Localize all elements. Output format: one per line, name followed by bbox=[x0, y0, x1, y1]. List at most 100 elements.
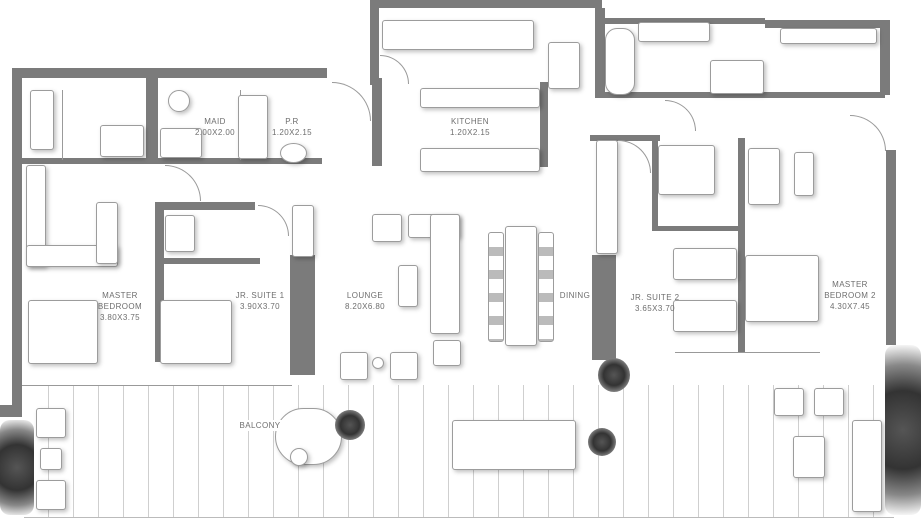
bench bbox=[794, 152, 814, 196]
sofa bbox=[430, 214, 460, 334]
outdoor-chair bbox=[774, 388, 804, 416]
toilet bbox=[168, 90, 190, 112]
wall bbox=[160, 258, 260, 264]
wall bbox=[155, 202, 255, 210]
dining-chairs bbox=[538, 232, 554, 342]
maid-bed bbox=[238, 95, 268, 159]
outdoor-sofa bbox=[852, 420, 882, 512]
wall bbox=[370, 38, 378, 83]
shower bbox=[165, 215, 195, 252]
armchair bbox=[340, 352, 368, 380]
room-size: 8.20X6.80 bbox=[344, 302, 386, 311]
outdoor-chair bbox=[36, 480, 66, 510]
bathtub bbox=[605, 28, 635, 95]
partition bbox=[62, 90, 63, 160]
wall bbox=[146, 78, 158, 163]
room-name: MASTER bbox=[832, 280, 868, 289]
outdoor-chair bbox=[36, 408, 66, 438]
wall bbox=[600, 18, 765, 24]
label-jr-suite-1: JR. SUITE 1 3.90X3.70 bbox=[225, 290, 295, 312]
dining-table bbox=[505, 226, 537, 346]
wall bbox=[22, 158, 322, 164]
side-table bbox=[372, 357, 384, 369]
outdoor-dining-table bbox=[452, 420, 576, 470]
label-lounge: LOUNGE 8.20X6.80 bbox=[335, 290, 395, 312]
wall bbox=[0, 405, 22, 417]
label-kitchen: KITCHEN 1.20X2.15 bbox=[440, 116, 500, 138]
wall bbox=[290, 255, 315, 375]
outdoor-chair bbox=[814, 388, 844, 416]
room-size: 3.80X3.75 bbox=[99, 313, 141, 322]
kitchen-counter bbox=[382, 20, 534, 50]
fridge bbox=[548, 42, 580, 89]
label-dining: DINING bbox=[555, 290, 595, 301]
wall bbox=[592, 255, 616, 360]
vanity bbox=[30, 90, 54, 150]
wall-top-right bbox=[765, 20, 890, 28]
bath-furniture bbox=[748, 148, 780, 205]
bed-master-2 bbox=[745, 255, 819, 322]
wall-right bbox=[886, 150, 896, 345]
room-name: BEDROOM bbox=[97, 302, 143, 311]
wall bbox=[652, 140, 658, 230]
door-swing bbox=[380, 55, 409, 84]
outdoor-table bbox=[40, 448, 62, 470]
planter-icon bbox=[885, 345, 921, 515]
ottoman bbox=[433, 340, 461, 366]
room-name: P.R bbox=[285, 117, 299, 126]
door-swing bbox=[850, 115, 886, 151]
wall bbox=[590, 135, 660, 141]
label-master-bedroom-2: MASTER BEDROOM 2 4.30X7.45 bbox=[815, 279, 885, 312]
plant-icon bbox=[588, 428, 616, 456]
side-table bbox=[290, 448, 308, 466]
wall bbox=[738, 138, 745, 353]
room-name: BALCONY bbox=[239, 421, 281, 430]
shower bbox=[658, 145, 715, 195]
label-powder-room: P.R 1.20X2.15 bbox=[267, 116, 317, 138]
wall bbox=[372, 78, 382, 166]
wall bbox=[652, 226, 742, 231]
wall-left bbox=[12, 70, 22, 405]
room-size: 3.65X3.70 bbox=[634, 304, 676, 313]
shower bbox=[100, 125, 144, 157]
room-name: JR. SUITE 1 bbox=[235, 291, 285, 300]
kitchen-island bbox=[420, 148, 540, 172]
room-name: KITCHEN bbox=[451, 117, 489, 126]
sink bbox=[280, 143, 307, 163]
door-swing bbox=[665, 100, 696, 131]
room-name: MASTER bbox=[102, 291, 138, 300]
wall bbox=[540, 82, 548, 167]
wardrobe bbox=[292, 205, 314, 257]
bed-master bbox=[28, 300, 98, 364]
wall bbox=[370, 8, 378, 18]
armchair bbox=[390, 352, 418, 380]
door-swing bbox=[258, 205, 289, 236]
outdoor-table bbox=[793, 436, 825, 478]
door-swing bbox=[165, 165, 201, 201]
bed-jr-suite-2 bbox=[673, 300, 737, 332]
label-balcony: BALCONY bbox=[230, 420, 290, 431]
room-name: MAID bbox=[204, 117, 226, 126]
wall bbox=[155, 202, 164, 362]
wall bbox=[600, 92, 885, 98]
kitchen-counter bbox=[420, 88, 540, 108]
wall bbox=[595, 8, 605, 98]
shower bbox=[710, 60, 764, 94]
room-size: 3.90X3.70 bbox=[239, 302, 281, 311]
sliding-door bbox=[675, 352, 820, 353]
plant-icon bbox=[598, 358, 630, 392]
room-name: LOUNGE bbox=[346, 291, 384, 300]
wall-top-kitchen bbox=[370, 0, 602, 8]
room-size: 1.20X2.15 bbox=[271, 128, 313, 137]
lounger bbox=[275, 408, 342, 465]
room-size: 4.30X7.45 bbox=[829, 302, 871, 311]
room-name: BEDROOM 2 bbox=[824, 291, 876, 300]
vanity bbox=[638, 22, 710, 42]
wardrobe bbox=[780, 28, 877, 44]
plant-icon bbox=[335, 410, 365, 440]
wall bbox=[880, 20, 890, 95]
bathtub bbox=[160, 128, 202, 158]
dining-chairs bbox=[488, 232, 504, 342]
wardrobe bbox=[596, 140, 618, 254]
